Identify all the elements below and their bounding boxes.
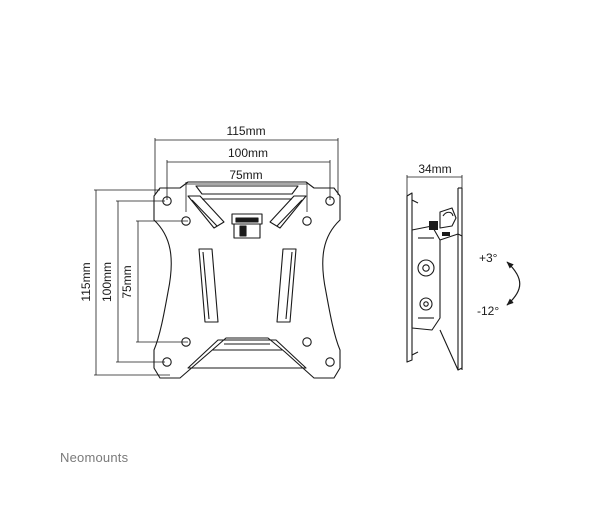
tilt-up-label: +3° bbox=[479, 251, 498, 265]
height-mid-label: 100mm bbox=[100, 262, 114, 302]
brand-logo-text: Neomounts bbox=[60, 450, 129, 465]
left-slot bbox=[198, 248, 219, 323]
height-outer-label: 115mm bbox=[79, 262, 93, 301]
side-top-clip bbox=[439, 207, 457, 229]
side-view bbox=[406, 187, 463, 371]
side-wall-plate bbox=[406, 192, 413, 363]
width-dimensions bbox=[154, 138, 339, 212]
height-dimensions bbox=[94, 189, 188, 376]
side-latch-block bbox=[429, 221, 438, 230]
right-slot bbox=[276, 248, 297, 323]
bottom-bar bbox=[187, 339, 307, 369]
wall-plate-front-view bbox=[153, 181, 341, 379]
tilt-arrow bbox=[506, 261, 521, 306]
depth-label: 34mm bbox=[418, 162, 451, 176]
tilt-down-label: -12° bbox=[477, 304, 499, 318]
mounting-holes bbox=[162, 196, 335, 367]
width-inner-label: 75mm bbox=[229, 168, 262, 182]
side-bracket bbox=[411, 225, 441, 331]
left-rib bbox=[187, 195, 225, 229]
width-outer-label: 115mm bbox=[226, 124, 265, 138]
right-rib bbox=[269, 195, 307, 229]
side-vesa-plate bbox=[439, 233, 463, 371]
width-mid-label: 100mm bbox=[228, 146, 268, 160]
depth-dimension bbox=[406, 175, 463, 196]
height-inner-label: 75mm bbox=[120, 265, 134, 298]
top-bar bbox=[195, 185, 299, 195]
plate-outline bbox=[153, 181, 341, 379]
